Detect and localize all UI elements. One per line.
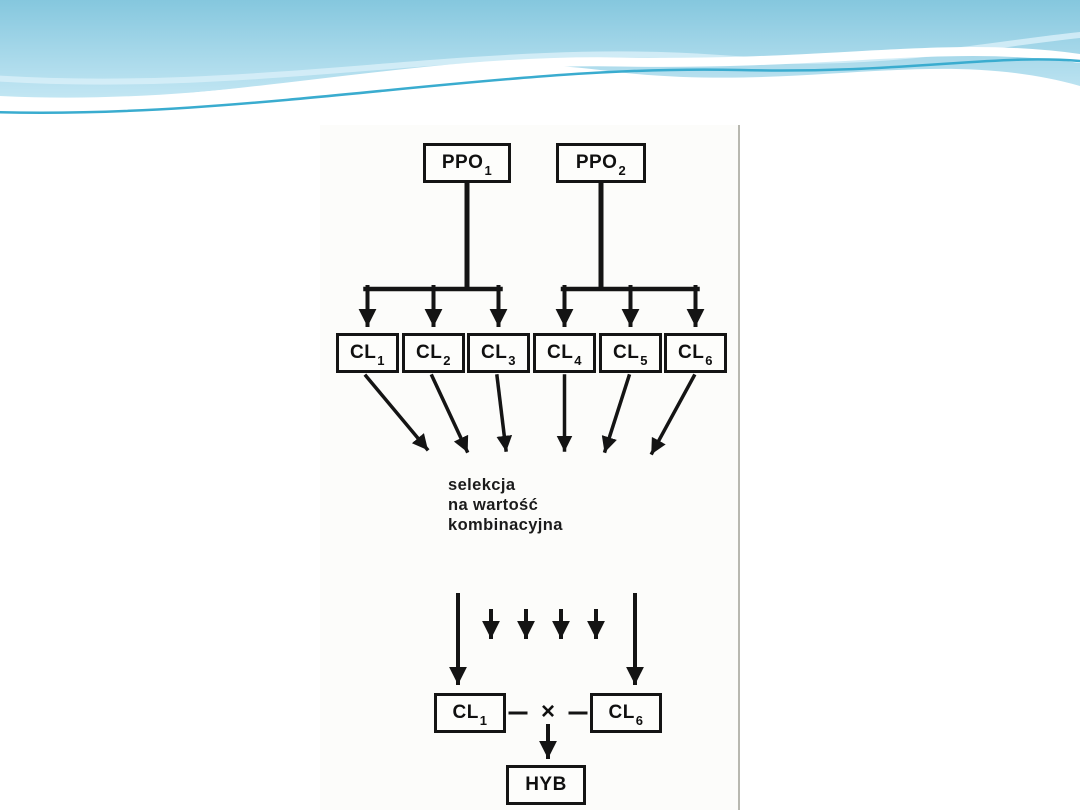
box-subscript: 1 — [377, 353, 386, 368]
box-subscript: 4 — [574, 353, 583, 368]
box-subscript: 6 — [635, 713, 644, 728]
box-subscript: 6 — [705, 353, 714, 368]
caption-line: selekcja — [448, 476, 516, 494]
selection-arrow — [649, 373, 697, 456]
box-label: CL — [452, 702, 479, 723]
box-label: CL — [677, 342, 705, 363]
box-subscript: 5 — [640, 353, 649, 368]
selection-arrow — [495, 374, 513, 452]
box-subscript: 2 — [443, 353, 452, 368]
cross-operator: × — [540, 698, 555, 725]
caption-line: kombinacyjna — [448, 516, 563, 534]
selection-caption: selekcja na wartość kombinacyjna — [448, 475, 563, 535]
box-label: CL — [546, 342, 574, 363]
box-label: CL — [349, 342, 377, 363]
connector-lines — [358, 179, 705, 759]
selection-arrow — [429, 373, 470, 454]
selection-arrow — [601, 373, 632, 454]
box-label: PPO — [441, 152, 484, 173]
box-label: CL — [480, 342, 508, 363]
box-subscript: 2 — [618, 163, 627, 178]
caption-line: na wartość — [448, 496, 539, 514]
box-label: PPO — [575, 152, 618, 173]
box-label: CL — [608, 702, 635, 723]
box-subscript: 3 — [508, 353, 517, 368]
decorative-wave-banner — [0, 0, 1080, 115]
wave-white-swoosh — [0, 46, 1080, 110]
box-label: CL — [415, 342, 443, 363]
box-subscript: 1 — [479, 713, 488, 728]
wave-teal-line — [0, 58, 1080, 115]
box-hyb: HYB — [506, 765, 586, 805]
diagram-connectors — [358, 179, 705, 759]
box-subscript: 1 — [484, 163, 493, 178]
selection-arrow — [363, 373, 430, 452]
box-label: CL — [612, 342, 640, 363]
box-label: HYB — [525, 774, 567, 795]
